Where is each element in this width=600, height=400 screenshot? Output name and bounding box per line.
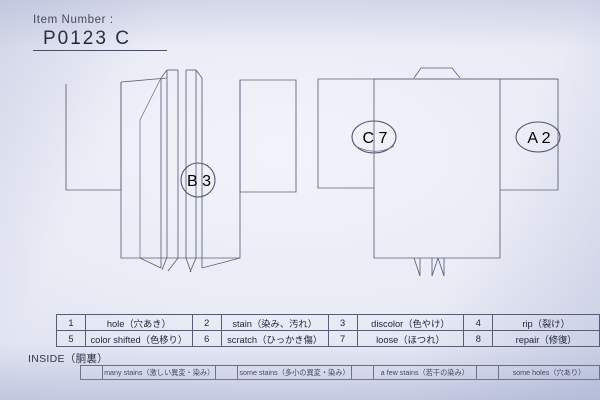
legend-desc: hole（穴あき）: [84, 314, 193, 331]
inside-option-label: some holes（穴あり）: [497, 365, 600, 380]
legend-code: 3: [327, 314, 358, 331]
garment-diagrams: B 3: [65, 67, 561, 277]
kimono-back-view-drawing: [317, 67, 561, 277]
legend-desc: loose（ほつれ）: [356, 330, 465, 347]
inside-section-label: INSIDE（胴裏）: [28, 353, 109, 365]
front-collar-left: [161, 69, 179, 272]
legend-code: 1: [56, 314, 86, 331]
mark-c7-ellipse: [351, 120, 397, 154]
kimono-front-view-drawing: [65, 69, 297, 273]
damage-code-legend-table: 1 hole（穴あき） 2 stain（染み、汚れ） 3 discolor（色や…: [56, 314, 600, 347]
front-left-body: [120, 77, 175, 259]
legend-code: 6: [191, 330, 222, 347]
inside-checkbox-cell[interactable]: [79, 365, 104, 380]
front-collar-right: [185, 69, 197, 273]
table-row: 5 color shifted（色移り） 6 scratch（ひっかき傷） 7 …: [56, 330, 600, 347]
legend-desc: color shifted（色移り）: [84, 330, 193, 347]
item-number-underline: P0123 C: [33, 28, 167, 51]
legend-code: 5: [56, 330, 86, 347]
inside-checkbox-cell[interactable]: [475, 365, 499, 380]
inside-option-label: some stains（多小の異変・染み）: [237, 365, 352, 380]
mark-a2-label: A 2: [527, 130, 551, 147]
legend-code: 2: [191, 314, 222, 331]
legend-desc: scratch（ひっかき傷）: [220, 330, 329, 347]
inside-checkbox-cell[interactable]: [215, 365, 239, 380]
inside-condition-table: many stains（激しい異変・染み） some stains（多小の異変・…: [79, 365, 600, 380]
mark-b3-circle: [180, 162, 216, 198]
legend-code: 4: [463, 314, 494, 331]
mark-b3-label: B 3: [186, 173, 211, 190]
legend-desc: rip（裂け）: [492, 314, 600, 331]
back-hem-vents: [413, 257, 445, 277]
legend-desc: stain（染み、汚れ）: [220, 314, 329, 331]
item-number-label: Item Number :: [33, 14, 114, 26]
front-hem: [139, 257, 241, 269]
back-collar: [413, 67, 461, 79]
mark-c7-label: C 7: [362, 130, 388, 147]
inside-option-label: many stains（激しい異変・染み）: [102, 365, 217, 380]
inside-option-label: a few stains（若干の染み）: [372, 365, 477, 380]
legend-code: 8: [463, 330, 494, 347]
mark-a2-ellipse: [515, 121, 561, 153]
legend-desc: discolor（色やけ）: [356, 314, 465, 331]
sheet-header: Item Number : P0123 C: [33, 14, 167, 51]
legend-code: 7: [327, 330, 358, 347]
back-body: [373, 78, 501, 259]
item-number-value: P0123 C: [43, 28, 131, 49]
table-row: 1 hole（穴あき） 2 stain（染み、汚れ） 3 discolor（色や…: [56, 314, 600, 331]
back-left-sleeve: [317, 79, 374, 189]
inside-checkbox-cell[interactable]: [350, 365, 374, 380]
table-row: many stains（激しい異変・染み） some stains（多小の異変・…: [79, 365, 600, 380]
legend-desc: repair（修復）: [492, 330, 600, 347]
front-lapel-fold: [139, 77, 203, 258]
